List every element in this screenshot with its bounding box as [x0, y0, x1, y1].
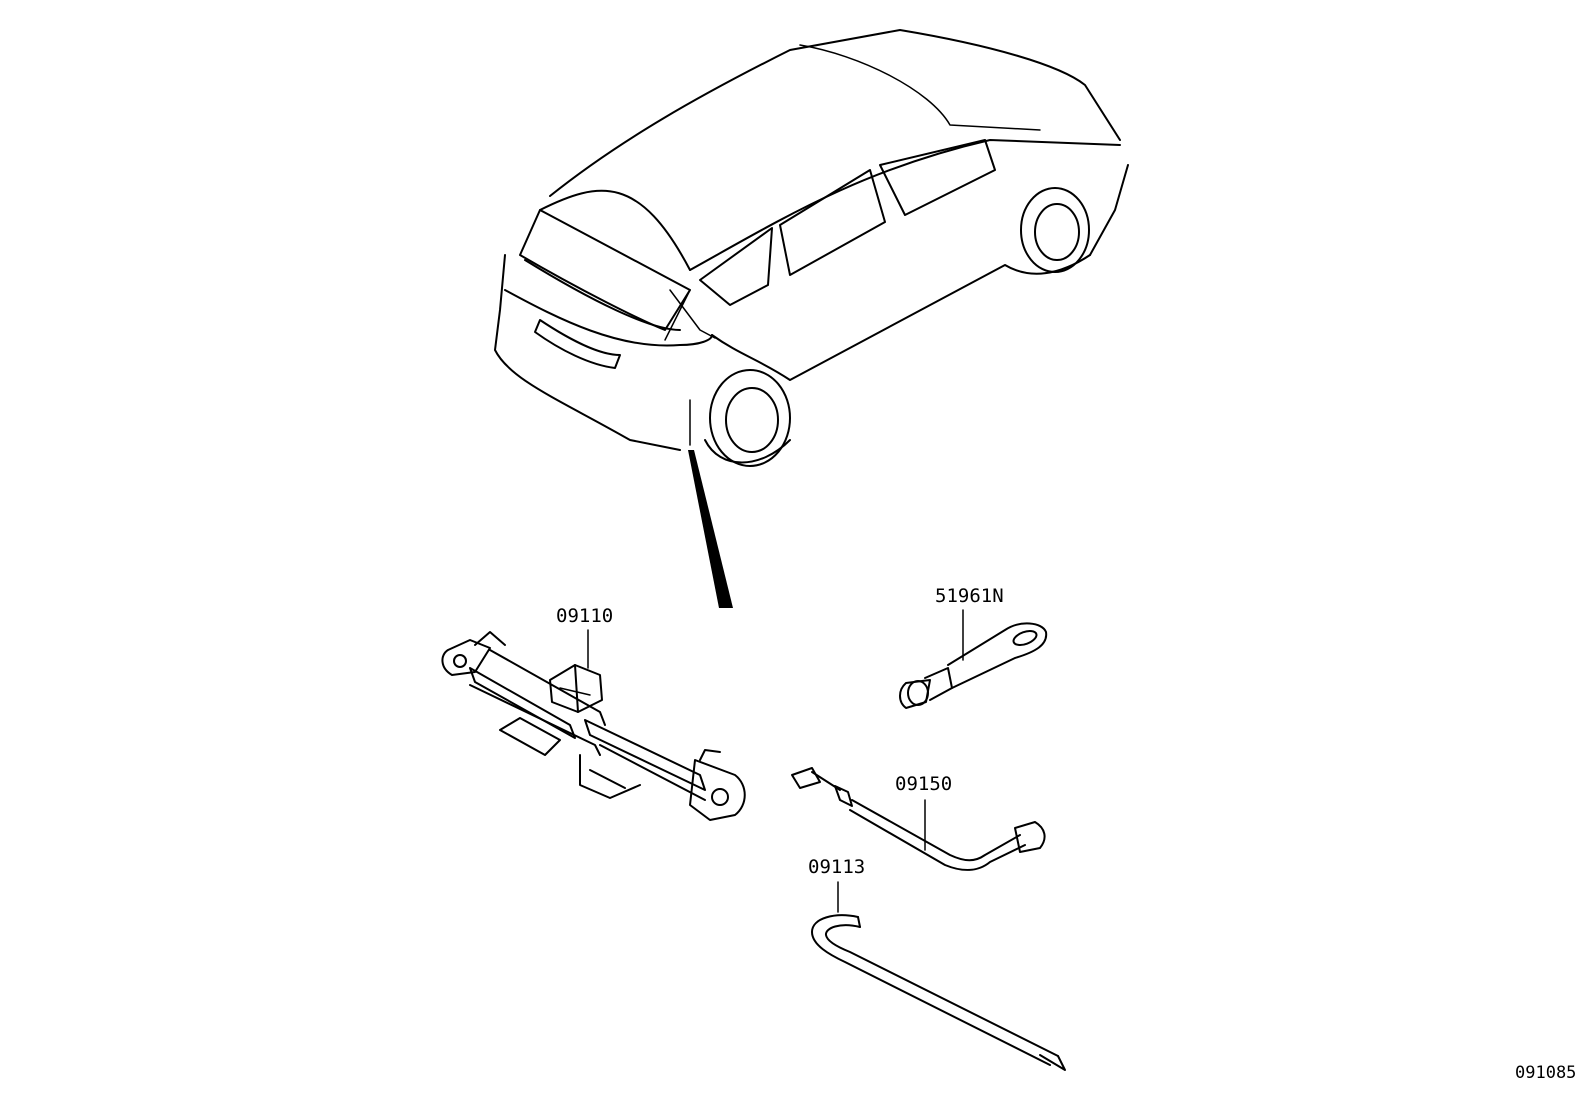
jack-handle-part: 09113	[808, 856, 1066, 1071]
part-label-wheel-nut-wrench: 09150	[895, 773, 952, 795]
part-label-towing-eye: 51961N	[935, 585, 1004, 607]
part-label-jack-handle: 09113	[808, 856, 865, 878]
wheel-nut-wrench-part: 09150	[791, 767, 1046, 871]
vehicle-illustration	[494, 29, 1129, 608]
jack-part: 09110	[441, 605, 746, 821]
towing-eye-part: 51961N	[899, 585, 1048, 709]
part-label-jack: 09110	[556, 605, 613, 627]
diagram-reference-number: 091085	[1515, 1063, 1576, 1083]
